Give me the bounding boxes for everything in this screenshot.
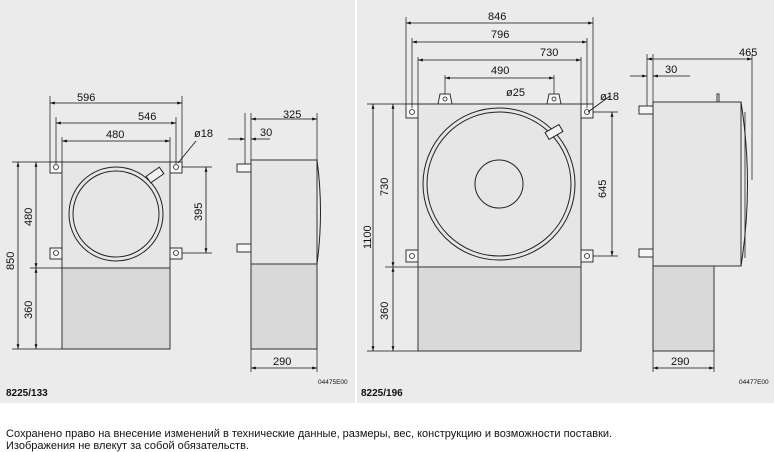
- dim-465: 465: [739, 47, 757, 59]
- dim-645: 645: [597, 180, 609, 198]
- drawing-ref-right: 04477E00: [739, 379, 769, 386]
- left-drum-inner: [72, 170, 160, 258]
- left-hole-icon: [53, 164, 59, 170]
- left-side-view: [228, 113, 321, 372]
- left-side-stand: [250, 263, 318, 350]
- right-drum-outer: [422, 107, 576, 261]
- right-side-bracket-top: [638, 105, 654, 115]
- right-drum-hub: [474, 159, 524, 209]
- disclaimer-line-1: Сохранено право на внесение изменений в …: [6, 428, 613, 440]
- left-side-bracket-bottom: [236, 243, 252, 253]
- right-hole-icon: [409, 253, 415, 259]
- dim-846: 846: [488, 11, 506, 23]
- right-side-view: [630, 54, 753, 372]
- left-side-body: [250, 159, 318, 265]
- left-hole-icon: [173, 164, 179, 170]
- left-hole-icon: [173, 250, 179, 256]
- dim-hole-18: ø18: [194, 128, 213, 140]
- right-lift-eye-left: [437, 93, 453, 105]
- right-bracket-bl: [405, 249, 419, 263]
- right-lift-eye-right: [546, 93, 562, 105]
- dim-490: 490: [491, 65, 509, 77]
- footer: Сохранено право на внесение изменений в …: [0, 403, 774, 452]
- left-bracket-br: [169, 247, 183, 260]
- dim-796: 796: [491, 29, 509, 41]
- dim-30-right: 30: [665, 64, 677, 76]
- right-front-view: [367, 17, 618, 352]
- left-hole-icon: [53, 250, 59, 256]
- drawing-ref-left: 04475E00: [318, 379, 348, 386]
- right-side-bracket-bottom: [638, 248, 654, 258]
- disclaimer-line-2: Изображения не влекут за собой обязатель…: [6, 440, 249, 452]
- dim-596: 596: [77, 92, 95, 104]
- model-label-right: 8225/196: [361, 388, 403, 399]
- right-hole-icon: [584, 253, 590, 259]
- dim-850: 850: [5, 252, 17, 270]
- right-hole-icon: [584, 109, 590, 115]
- dim-480-height: 480: [23, 208, 35, 226]
- dim-360-right: 360: [379, 302, 391, 320]
- dim-480-width: 480: [106, 129, 124, 141]
- left-front-stand: [61, 267, 171, 350]
- left-drum-outer: [68, 166, 164, 262]
- dim-730-height: 730: [379, 178, 391, 196]
- left-drum-lever: [145, 166, 165, 184]
- left-bracket-bl: [49, 247, 63, 260]
- right-side-stand: [652, 265, 715, 352]
- right-side-body: [652, 101, 742, 267]
- dim-325: 325: [283, 109, 301, 121]
- dim-1100: 1100: [362, 225, 374, 249]
- left-side-bracket-top: [236, 163, 252, 173]
- dim-395: 395: [193, 203, 205, 221]
- panel-divider: [355, 0, 357, 403]
- model-label-left: 8225/133: [6, 388, 48, 399]
- dim-730-width: 730: [540, 47, 558, 59]
- right-front-stand: [417, 266, 582, 352]
- right-side-pin: [716, 93, 720, 103]
- dim-30-left: 30: [260, 127, 272, 139]
- dim-360-left: 360: [23, 301, 35, 319]
- dim-hole-25: ø25: [506, 87, 525, 99]
- right-bracket-br: [580, 249, 594, 263]
- dim-546: 546: [138, 111, 156, 123]
- dim-290-left: 290: [273, 356, 291, 368]
- right-hole-icon: [409, 109, 415, 115]
- technical-drawing: 596 546 480 ø18 850 480 360 395 325 30 2…: [5, 11, 769, 399]
- right-drum-lever: [544, 123, 564, 141]
- dim-290-right: 290: [671, 356, 689, 368]
- left-front-view: [12, 96, 212, 350]
- dim-hole-18-right: ø18: [600, 91, 619, 103]
